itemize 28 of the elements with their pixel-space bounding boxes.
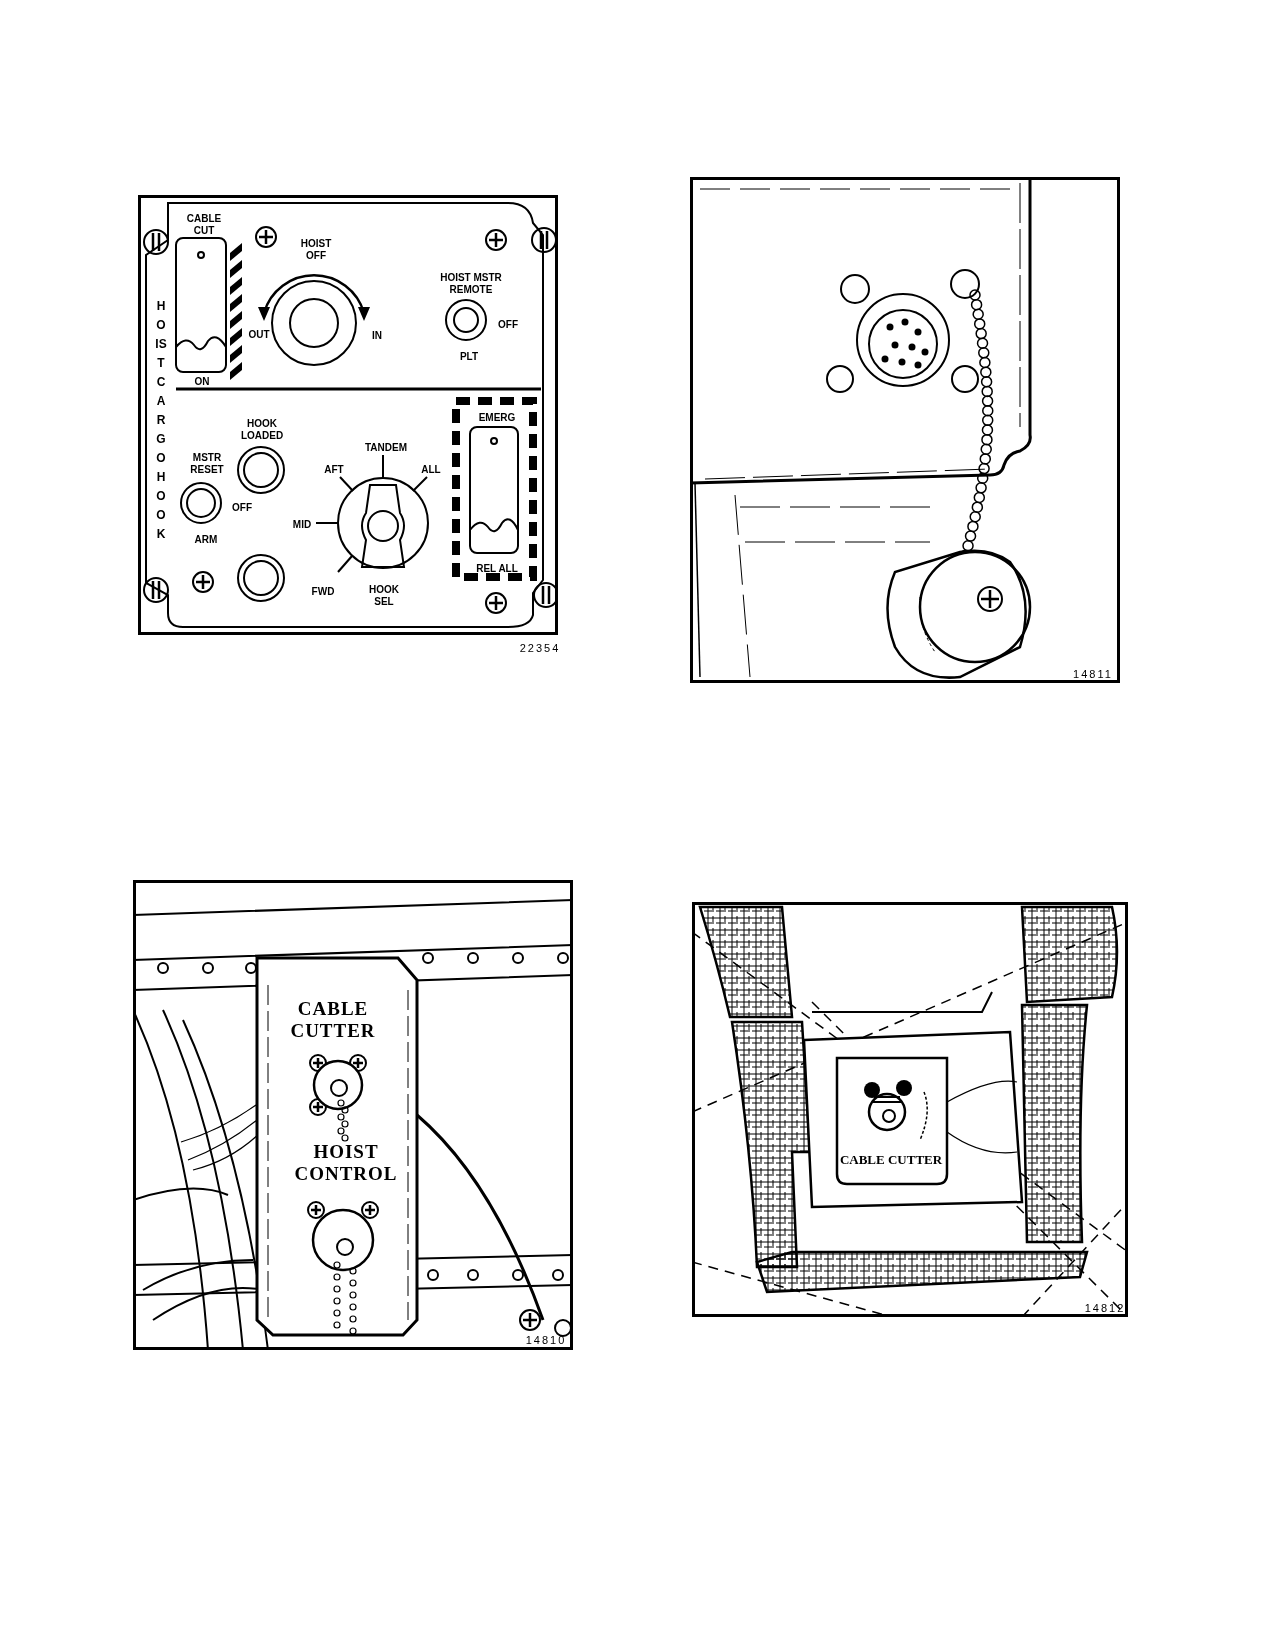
- control-label: REL ALL: [475, 563, 519, 575]
- control-label: ARM: [193, 534, 219, 546]
- control-label: ON: [193, 376, 211, 388]
- stenciled-label: CABLE CUTTER: [289, 998, 377, 1042]
- control-label: HOIST OFF: [299, 238, 333, 262]
- control-label: ALL: [420, 464, 442, 476]
- control-label: OFF: [231, 502, 253, 514]
- figure-number: 14811: [1072, 666, 1114, 682]
- figure-number: 14812: [1083, 1300, 1127, 1316]
- control-label: HOOK SEL: [368, 584, 400, 608]
- stenciled-label: CABLE CUTTER: [839, 1151, 943, 1167]
- control-label: PLT: [458, 351, 480, 363]
- control-label: HOOK LOADED: [239, 418, 285, 442]
- control-label: IN: [371, 330, 383, 342]
- control-label: FWD: [310, 586, 336, 598]
- control-label: MID: [291, 519, 313, 531]
- control-label: MSTR RESET: [189, 452, 225, 476]
- control-label: CABLE CUT: [185, 213, 223, 237]
- control-label: OFF: [497, 319, 519, 331]
- stenciled-label: HOIST CONTROL: [293, 1141, 399, 1185]
- figure-number: 14810: [524, 1332, 568, 1348]
- control-label: HOIST MSTR REMOTE: [439, 272, 503, 296]
- control-label: AFT: [323, 464, 345, 476]
- control-label: TANDEM: [364, 442, 408, 454]
- control-label: OUT: [247, 329, 271, 341]
- figure-number: 22354: [518, 640, 562, 656]
- panel-title: HOIST CARGO HOOK: [155, 297, 167, 543]
- control-label: EMERG: [477, 412, 517, 424]
